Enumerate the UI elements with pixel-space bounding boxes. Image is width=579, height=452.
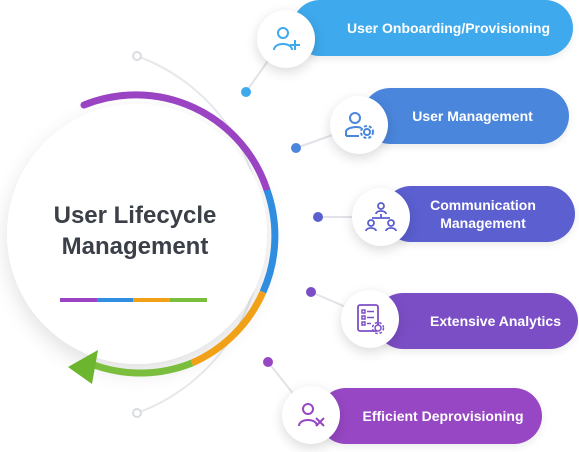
- step-analytics: Extensive Analytics: [375, 293, 578, 349]
- user-add-icon: [273, 27, 300, 51]
- user-remove-icon: [298, 403, 325, 427]
- step-dot-1: [241, 87, 251, 97]
- step-dot-4: [306, 287, 316, 297]
- diagram-title: User Lifecycle Management: [30, 200, 240, 262]
- ring-green: [92, 359, 194, 377]
- team-network-icon: [365, 202, 397, 232]
- step-analytics-icon-circle: [341, 290, 399, 348]
- step-user-management-icon-circle: [330, 96, 388, 154]
- step-communication: Communication Management: [383, 186, 575, 242]
- step-onboarding: User Onboarding/Provisioning: [292, 0, 573, 56]
- step-dot-2: [291, 143, 301, 153]
- underline-purple: [60, 298, 97, 302]
- title-line-1: User Lifecycle: [53, 202, 217, 229]
- analytics-checklist-icon: [357, 304, 385, 335]
- step-onboarding-label: User Onboarding/Provisioning: [346, 20, 551, 36]
- ring-purple: [80, 91, 271, 194]
- step-communication-label-line-1: Communication: [430, 197, 536, 213]
- underline-green: [170, 298, 207, 302]
- step-dot-5: [263, 357, 273, 367]
- step-communication-icon-circle: [352, 188, 410, 246]
- underline-blue: [97, 298, 133, 302]
- arc-end-bottom: [132, 408, 142, 418]
- step-onboarding-icon-circle: [257, 10, 315, 68]
- step-deprovisioning-icon-circle: [282, 386, 340, 444]
- step-deprovisioning: Efficient Deprovisioning: [318, 388, 542, 444]
- ring-orange: [190, 290, 267, 367]
- user-gear-icon: [345, 112, 374, 139]
- step-user-management-label: User Management: [412, 108, 533, 124]
- step-communication-label-line-2: Management: [440, 215, 526, 231]
- ring-blue: [259, 188, 279, 294]
- step-deprovisioning-label: Efficient Deprovisioning: [362, 408, 524, 424]
- step-analytics-label: Extensive Analytics: [430, 313, 561, 329]
- connector-1: [245, 57, 271, 93]
- connector-4: [310, 291, 349, 309]
- step-dot-3: [313, 212, 323, 222]
- connector-5: [267, 361, 296, 397]
- title-line-2: Management: [61, 233, 209, 260]
- arc-end-top: [132, 51, 142, 61]
- step-user-management: User Management: [362, 88, 569, 144]
- underline-orange: [133, 298, 170, 302]
- ring-arrowhead: [68, 350, 98, 384]
